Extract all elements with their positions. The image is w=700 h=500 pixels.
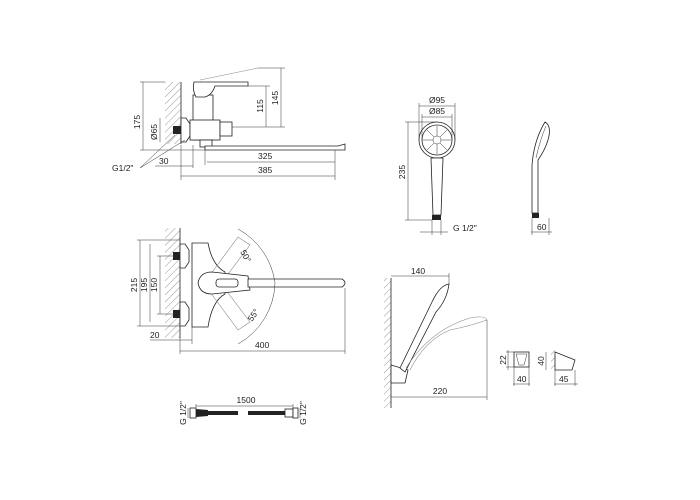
- mixer-side-view: 175 Ø65 G1/2" 30 325 385 115 145: [112, 67, 346, 180]
- hose: 1500 G 1/2" G 1/2": [178, 395, 308, 425]
- dim-g12: G1/2": [112, 163, 133, 173]
- wall-hatch: [165, 228, 180, 338]
- dim-60: 60: [537, 222, 547, 232]
- spout: [204, 143, 346, 151]
- dim-40-front: 40: [517, 374, 527, 384]
- dim-220: 220: [433, 386, 447, 396]
- bracket-front: [513, 351, 530, 368]
- dim-30: 30: [159, 156, 169, 166]
- dim-o95: Ø95: [429, 95, 445, 105]
- dim-thread-right: G 1/2": [298, 401, 308, 425]
- dim-145: 145: [270, 91, 280, 105]
- hand-shower-upright: [399, 283, 450, 373]
- thread-connector: [173, 126, 181, 134]
- dim-215: 215: [129, 278, 139, 292]
- lever: [192, 81, 249, 98]
- lever: [197, 271, 251, 295]
- dim-150: 150: [149, 278, 159, 292]
- eccentric-top: [179, 243, 190, 269]
- handle: [430, 157, 444, 216]
- dim-1500: 1500: [237, 395, 256, 405]
- eccentric-bottom: [179, 301, 190, 327]
- mixer-top-view: 50° 55° 215 195 150 20 400: [129, 228, 346, 354]
- dim-22: 22: [498, 355, 508, 365]
- dim-175: 175: [132, 115, 142, 129]
- dim-40-side: 40: [536, 356, 546, 366]
- dim-400: 400: [255, 340, 269, 350]
- dim-o65: Ø65: [149, 124, 159, 140]
- angle-55: 55°: [245, 307, 261, 323]
- dim-235: 235: [397, 165, 407, 179]
- dim-385: 385: [258, 165, 272, 175]
- dim-325: 325: [258, 151, 272, 161]
- dim-45: 45: [559, 374, 569, 384]
- dim-115: 115: [255, 99, 265, 113]
- dim-o85: Ø85: [429, 106, 445, 116]
- bracket-side: [554, 351, 576, 371]
- spout: [247, 278, 346, 288]
- dim-140: 140: [411, 266, 425, 276]
- nozzle-pattern: [423, 126, 451, 154]
- holder-assembly: 140 220 22 40 40 45: [384, 266, 578, 408]
- dim-20: 20: [150, 330, 160, 340]
- hand-shower-front: Ø95 Ø85 235 G 1/2": [397, 95, 477, 235]
- hose-right: [248, 411, 285, 415]
- dim-195: 195: [139, 278, 149, 292]
- dim-thread: G 1/2": [453, 223, 477, 233]
- dim-thread-left: G 1/2": [178, 401, 188, 425]
- flange: [180, 117, 191, 143]
- angle-50: 50°: [238, 248, 253, 264]
- hand-shower-side: 60: [531, 121, 552, 235]
- hose-left: [208, 411, 238, 415]
- wall-hatch: [165, 82, 181, 144]
